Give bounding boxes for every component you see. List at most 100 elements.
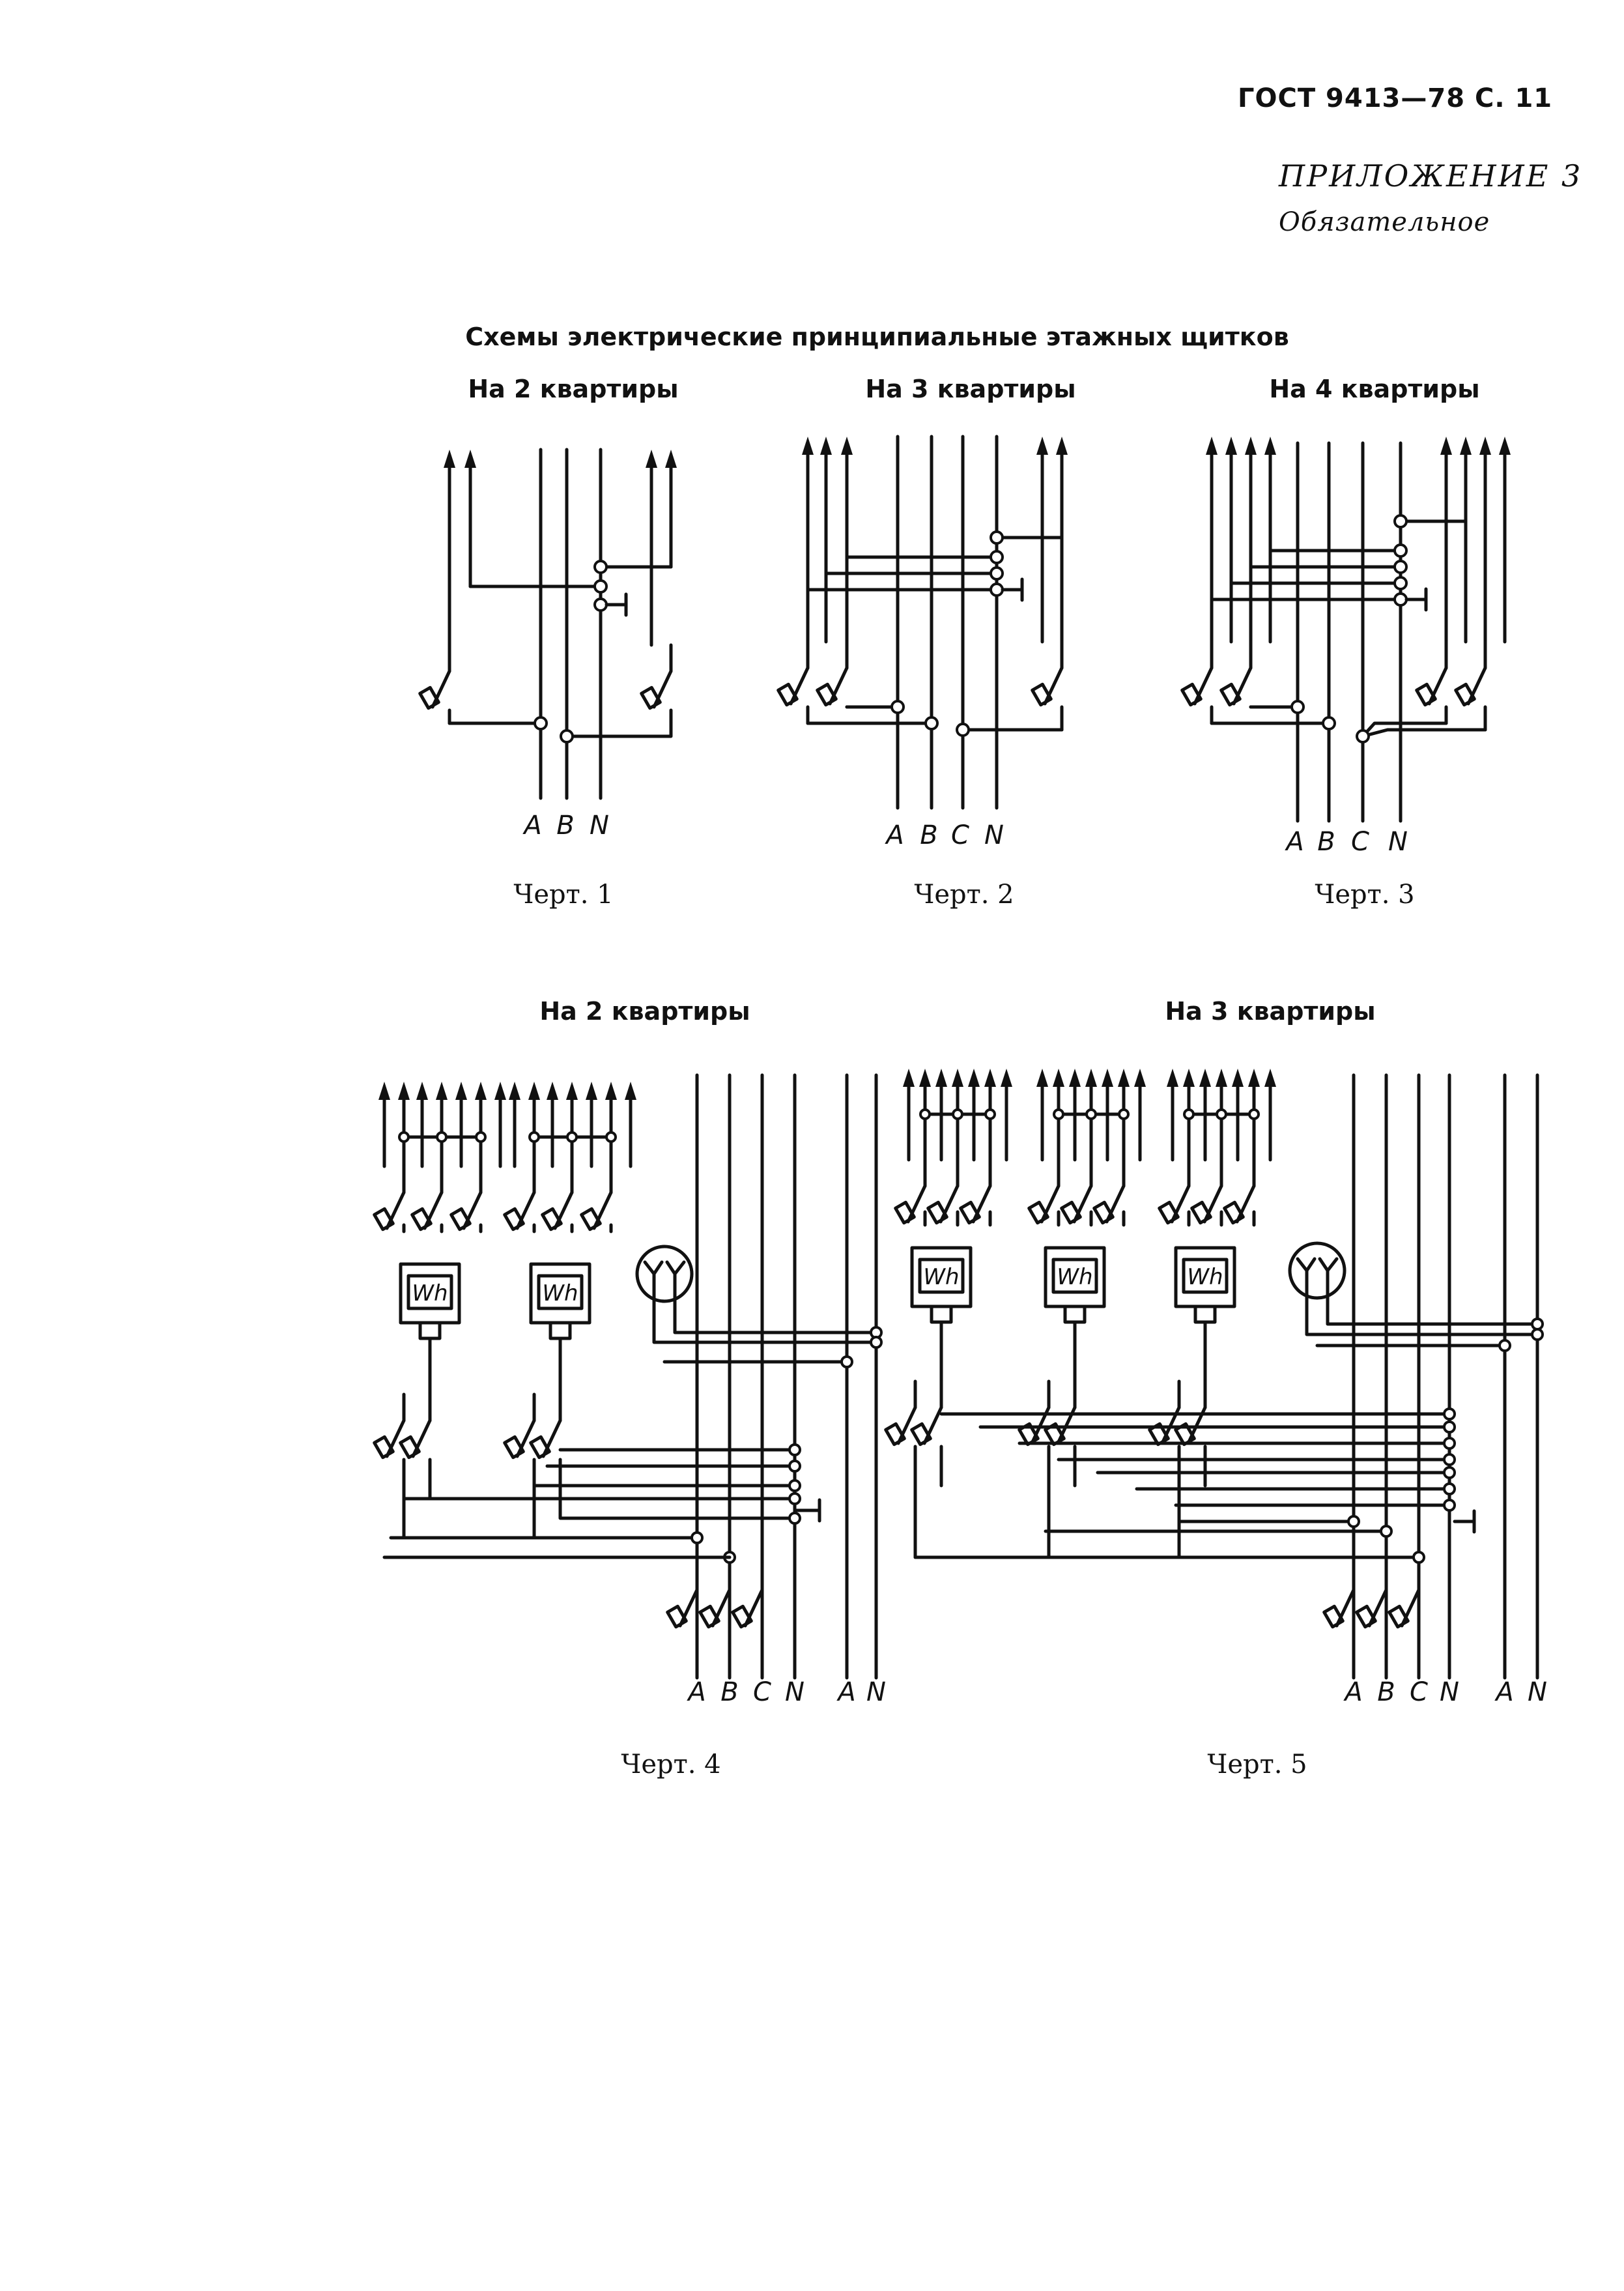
breaker-contact (1203, 1184, 1223, 1224)
junction-node (990, 550, 1004, 564)
apt1-arrow-6 (984, 1069, 996, 1087)
breaker-contact (652, 669, 673, 709)
phase-label-2: C (1351, 827, 1369, 857)
breaker-trip-box (449, 1207, 472, 1232)
phase-label-4: A (836, 1677, 855, 1707)
apt2-breaker-3 (1092, 1158, 1126, 1227)
junction-node (956, 723, 970, 737)
left-arrow-3 (1245, 437, 1257, 455)
left-arrow-3 (841, 437, 853, 455)
breaker-trip-box (541, 1207, 563, 1232)
apt1-breaker-1 (373, 1164, 406, 1233)
apt3-breaker-2 (1190, 1158, 1223, 1227)
breaker-right (640, 643, 673, 725)
apt2-energy-meter: Wh (1044, 1246, 1106, 1324)
right-arrow-2 (665, 450, 677, 468)
apt2-energy-meter: Wh (529, 1262, 591, 1340)
apt2-breaker-2 (541, 1164, 574, 1233)
phase-label-n: N (590, 811, 609, 841)
diagram3-subtitle: На 4 квартиры (1269, 375, 1480, 403)
junction-node (1393, 576, 1408, 590)
breaker-trip-box (1388, 1604, 1410, 1629)
breaker-3 (1415, 640, 1448, 725)
meter-label: Wh (1057, 1264, 1092, 1290)
socket-icon (635, 1245, 694, 1303)
apt1-arrow-3 (935, 1069, 947, 1087)
breaker-contact (789, 666, 810, 706)
breaker-trip-box (410, 1207, 433, 1232)
apt3-arrow-7 (1264, 1069, 1276, 1087)
junction-node (593, 560, 608, 574)
apt1-energy-meter: Wh (399, 1262, 461, 1340)
phase-label-3: N (1440, 1677, 1459, 1707)
breaker-trip-box (731, 1604, 753, 1629)
junction-node (691, 1531, 704, 1544)
breaker-trip-box (399, 1435, 421, 1460)
input-breaker-1 (666, 1562, 699, 1644)
apt2-arrow-5 (586, 1082, 597, 1100)
apt3-arrow-1 (1167, 1069, 1178, 1087)
junction-node (1216, 1108, 1227, 1120)
apt1-breaker-3 (449, 1164, 483, 1233)
junction-node (1443, 1482, 1456, 1495)
breaker-trip-box (698, 1604, 720, 1629)
breaker-contact (411, 1419, 432, 1458)
junction-node (1531, 1318, 1544, 1331)
apt1-energy-meter: Wh (910, 1246, 973, 1324)
phase-label-0: A (884, 820, 904, 850)
apt1-arrow-1 (903, 1069, 915, 1087)
meter-label: Wh (1187, 1264, 1223, 1290)
breaker-trip-box (816, 682, 838, 707)
breaker-3 (1031, 640, 1064, 732)
breaker-contact (1466, 666, 1487, 706)
phase-label-4: A (1494, 1677, 1513, 1707)
junction-node (436, 1131, 448, 1143)
socket-prong (1318, 1257, 1339, 1273)
meter-window (918, 1258, 965, 1294)
phase-label-2: C (753, 1677, 771, 1707)
junction-node (1183, 1108, 1195, 1120)
apt1-arrow-2 (919, 1069, 931, 1087)
socket-ring (635, 1245, 694, 1303)
meter-terminal (418, 1321, 442, 1340)
junction-node (1412, 1551, 1425, 1564)
breaker-contact (1400, 1588, 1421, 1628)
socket-prong (1296, 1257, 1317, 1273)
apt3-arrow-5 (1232, 1069, 1244, 1087)
breaker-contact (1367, 1588, 1388, 1628)
standard-reference: ГОСТ 9413—78 С. 11 (1238, 83, 1553, 113)
junction-node (1380, 1525, 1393, 1538)
breaker-contact (743, 1588, 764, 1628)
breaker-trip-box (580, 1207, 602, 1232)
breaker-contact (1232, 666, 1253, 706)
meter-terminal (1063, 1304, 1087, 1324)
breaker-4 (1454, 640, 1487, 732)
phase-label-3: N (984, 820, 1004, 850)
junction-node (1443, 1407, 1456, 1420)
breaker-contact (462, 1190, 483, 1230)
apt1-arrow-5 (455, 1082, 467, 1100)
junction-node (593, 598, 608, 612)
apt2-arrow-3 (1069, 1069, 1081, 1087)
breaker-trip-box (776, 682, 799, 707)
junction-node (1118, 1108, 1130, 1120)
meter-window (537, 1274, 584, 1310)
apt2-arrow-3 (547, 1082, 558, 1100)
breaker-left (418, 643, 451, 725)
junction-node (1443, 1466, 1456, 1479)
apt2-arrow-6 (605, 1082, 617, 1100)
right-arrow-1 (1440, 437, 1452, 455)
apt3-arrow-3 (1199, 1069, 1211, 1087)
breaker-contact (1335, 1588, 1356, 1628)
junction-node (870, 1336, 883, 1349)
phase-label-b: B (556, 811, 574, 841)
diagram3-caption: Черт. 3 (1315, 880, 1415, 910)
apt1-breaker-1 (894, 1158, 927, 1227)
breaker-contact (1040, 1184, 1061, 1224)
apt2-main-breaker-2 (503, 1392, 536, 1540)
socket-feed-1 (652, 1295, 878, 1344)
breaker-trip-box (910, 1422, 932, 1447)
breaker-contact (906, 1184, 927, 1224)
